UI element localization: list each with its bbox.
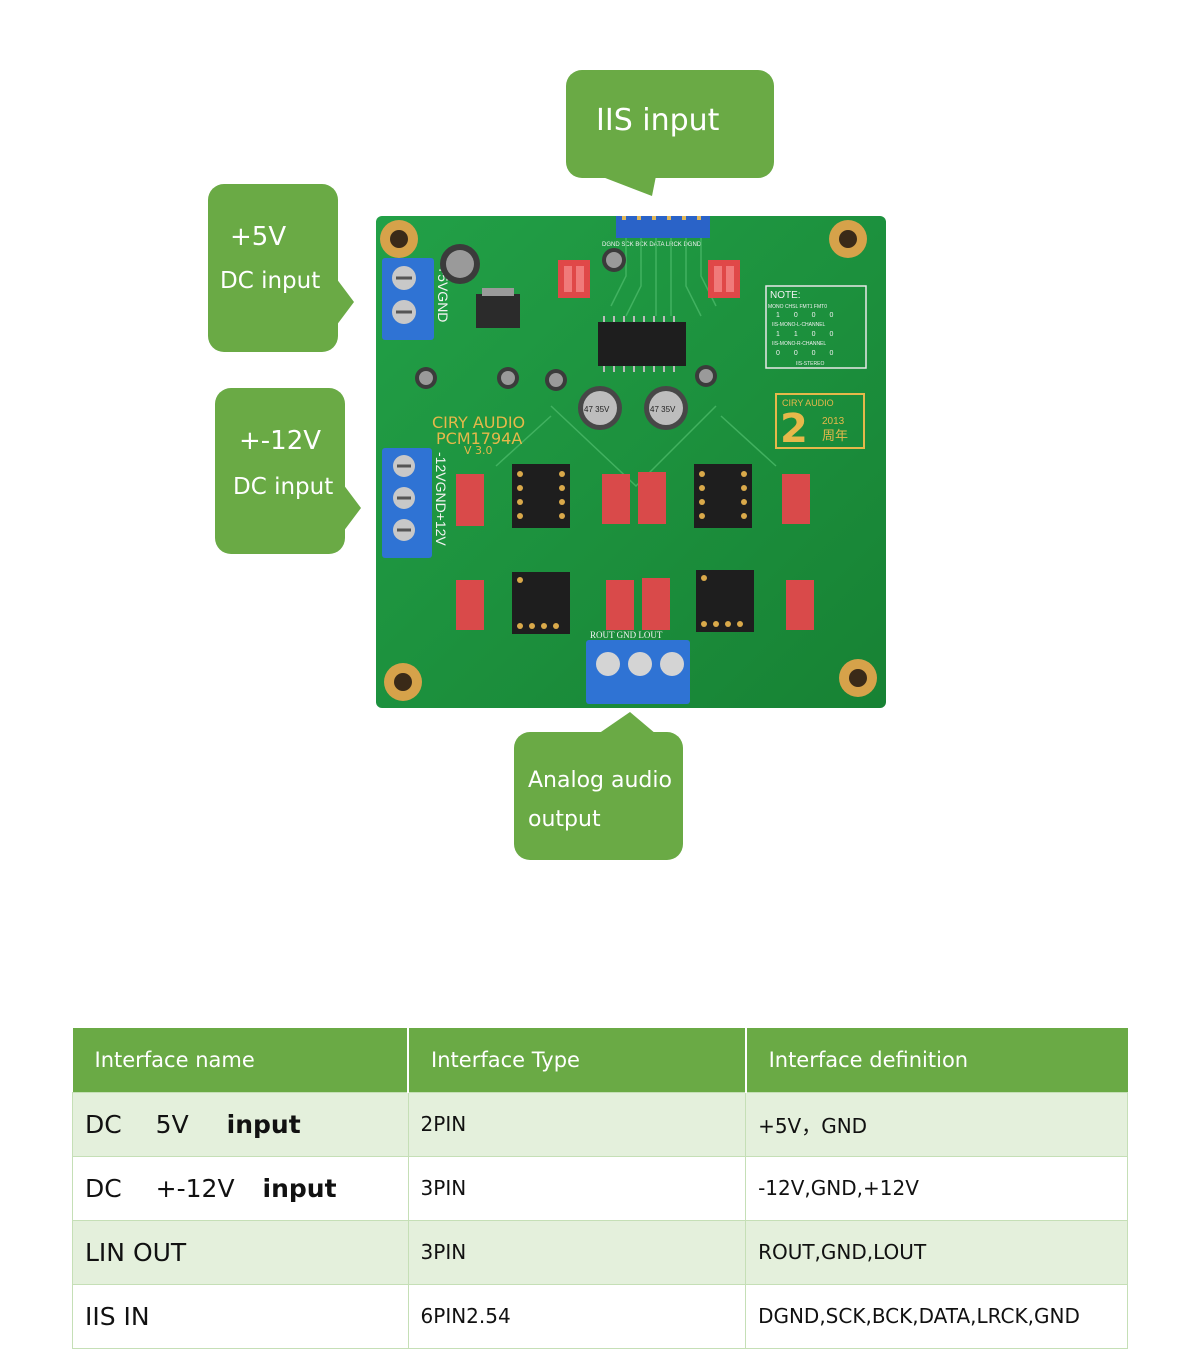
large-capacitor-left bbox=[578, 386, 622, 430]
cell-interface-type: 2PIN bbox=[407, 1091, 747, 1157]
dc12v-terminal-block bbox=[382, 448, 432, 558]
voltage-regulator bbox=[476, 288, 520, 328]
audio-callout-pointer bbox=[598, 712, 656, 734]
electrolytic-capacitor bbox=[545, 369, 567, 391]
name-part-c: input bbox=[262, 1173, 337, 1203]
cell-interface-name: LIN OUT bbox=[72, 1219, 409, 1285]
pcm1794a-dac-chip bbox=[598, 316, 686, 372]
dc5v-callout-text: DC input bbox=[220, 268, 321, 294]
note-title: NOTE: bbox=[770, 290, 801, 301]
electrolytic-capacitor bbox=[602, 248, 626, 272]
output-silk-label: ROUT GND LOUT bbox=[590, 630, 663, 640]
opamp-chip bbox=[694, 464, 752, 528]
cell-interface-name: DC +-12V input bbox=[72, 1155, 409, 1221]
audio-callout-line1: Analog audio bbox=[528, 768, 672, 793]
pin-header-label: DGND SCK BCK DATA LRCK DGND bbox=[602, 242, 702, 248]
interface-table: Interface name Interface Type Interface … bbox=[72, 1028, 1128, 1349]
opamp-chip bbox=[696, 570, 754, 632]
large-capacitor-right bbox=[644, 386, 688, 430]
electrolytic-capacitor bbox=[497, 367, 519, 389]
cap-label-a: 47 35V bbox=[584, 405, 610, 414]
name-part-a: DC bbox=[85, 1173, 122, 1203]
cell-interface-name: DC 5V input bbox=[72, 1091, 409, 1157]
dc12v-callout-text: DC input bbox=[233, 474, 334, 500]
cell-interface-type: 3PIN bbox=[407, 1155, 747, 1221]
film-capacitors bbox=[456, 472, 814, 630]
note-row3-label: IIS-STEREO bbox=[796, 361, 824, 367]
mounting-hole-bottom-right bbox=[839, 659, 877, 697]
board-version-silk: V 3.0 bbox=[464, 444, 493, 457]
iis-input-callout: IIS input bbox=[566, 70, 774, 178]
pcb-substrate bbox=[376, 216, 886, 708]
dc12v-callout-pointer bbox=[343, 484, 361, 532]
name-part-a: DC bbox=[85, 1109, 122, 1139]
electrolytic-capacitor bbox=[440, 244, 480, 284]
header-interface-definition: Interface definition bbox=[745, 1028, 1128, 1092]
jumper-right bbox=[708, 260, 740, 298]
note-row2: 1 1 0 0 bbox=[776, 331, 839, 338]
table-header-row: Interface name Interface Type Interface … bbox=[72, 1028, 1128, 1092]
name-part-b: +-12V bbox=[155, 1173, 235, 1203]
analog-audio-output-callout: Analog audio output bbox=[514, 732, 683, 860]
cell-interface-definition: DGND,SCK,BCK,DATA,LRCK,GND bbox=[745, 1283, 1128, 1349]
note-row1: 1 0 0 0 bbox=[776, 312, 839, 319]
cell-interface-definition: -12V,GND,+12V bbox=[745, 1155, 1128, 1221]
mounting-hole-top-right bbox=[829, 220, 867, 258]
board-brand-silk: CIRY AUDIO bbox=[432, 413, 525, 432]
cell-interface-name: IIS IN bbox=[72, 1283, 409, 1349]
cell-interface-type: 6PIN2.54 bbox=[407, 1283, 747, 1349]
iis-pin-header bbox=[616, 216, 710, 238]
note-row3: 0 0 0 0 bbox=[776, 350, 839, 357]
table-row: LIN OUT 3PIN ROUT,GND,LOUT bbox=[72, 1219, 1128, 1285]
power5v-silk-label: +5VGND bbox=[435, 266, 451, 322]
power12v-silk-label: -12VGND+12V bbox=[433, 452, 449, 546]
table-row: IIS IN 6PIN2.54 DGND,SCK,BCK,DATA,LRCK,G… bbox=[72, 1283, 1128, 1349]
cell-interface-definition: +5V，GND bbox=[745, 1091, 1128, 1157]
opamp-chip bbox=[512, 464, 570, 528]
dc5v-callout-voltage: +5V bbox=[230, 222, 287, 252]
dc12v-input-callout: +-12V DC input bbox=[215, 388, 345, 554]
cell-interface-definition: ROUT,GND,LOUT bbox=[745, 1219, 1128, 1285]
cap-label-b: 47 35V bbox=[650, 405, 676, 414]
board-model-silk: PCM1794A bbox=[436, 429, 522, 448]
iis-input-callout-pointer bbox=[600, 176, 656, 196]
note-row2-label: IIS-MONO-R-CHANNEL bbox=[772, 341, 826, 347]
dc5v-terminal-block bbox=[382, 258, 434, 340]
mounting-hole-bottom-left bbox=[384, 663, 422, 701]
jumper-left bbox=[558, 260, 590, 298]
badge-brand: CIRY AUDIO bbox=[782, 398, 834, 408]
table-row: DC +-12V input 3PIN -12V,GND,+12V bbox=[72, 1155, 1128, 1221]
pcb-board-photo: DGND SCK BCK DATA LRCK DGND +5VGND -12VG… bbox=[376, 216, 886, 708]
cell-interface-type: 3PIN bbox=[407, 1219, 747, 1285]
badge-cn: 周年 bbox=[822, 429, 848, 444]
badge-year: 2013 bbox=[822, 416, 845, 427]
name-part-c: input bbox=[226, 1109, 301, 1139]
dc5v-callout-pointer bbox=[336, 278, 354, 326]
dc12v-callout-voltage: +-12V bbox=[239, 426, 322, 456]
electrolytic-capacitor bbox=[695, 365, 717, 387]
iis-input-callout-text: IIS input bbox=[596, 103, 720, 138]
note-header: MONO CHSL FMT1 FMT0 bbox=[768, 304, 827, 310]
jumper-note-table bbox=[765, 285, 867, 369]
note-row1-label: IIS-MONO-L-CHANNEL bbox=[772, 322, 826, 328]
name-part-b: 5V bbox=[155, 1109, 189, 1139]
table-row: DC 5V input 2PIN +5V，GND bbox=[72, 1091, 1128, 1157]
header-interface-type: Interface Type bbox=[408, 1028, 747, 1092]
badge-number: 2 bbox=[780, 406, 808, 452]
audio-output-terminal-block bbox=[586, 640, 690, 704]
header-interface-name: Interface name bbox=[72, 1028, 410, 1092]
electrolytic-capacitor bbox=[415, 367, 437, 389]
anniversary-badge-logo bbox=[775, 393, 865, 449]
dc5v-input-callout: +5V DC input bbox=[208, 184, 338, 352]
mounting-hole-top-left bbox=[380, 220, 418, 258]
opamp-chip bbox=[512, 572, 570, 634]
audio-callout-line2: output bbox=[528, 807, 601, 832]
